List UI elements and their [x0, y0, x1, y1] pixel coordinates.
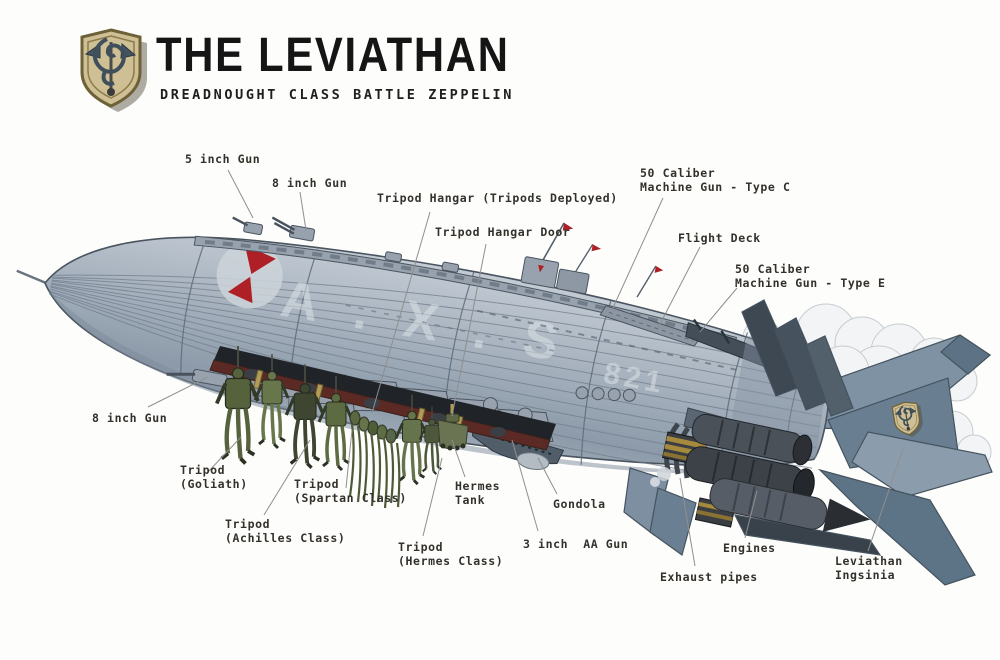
callout-8-inch-gun-port: 8 inch Gun: [92, 411, 168, 425]
callout-5-inch-gun: 5 inch Gun: [185, 152, 261, 166]
callout-50cal-type-e: 50 Caliber Machine Gun - Type E: [735, 262, 886, 290]
engine-cluster: [650, 407, 871, 532]
page-title: THE LEVIATHAN: [156, 29, 510, 82]
callout-tripod-hermes: Tripod (Hermes Class): [398, 540, 504, 568]
callout-gondola: Gondola: [553, 497, 606, 511]
flight-deck-surface: [599, 305, 702, 347]
callout-insignia: Leviathan Ingsinia: [835, 554, 903, 582]
callout-50cal-type-c: 50 Caliber Machine Gun - Type C: [640, 166, 791, 194]
callout-exhaust-pipes: Exhaust pipes: [660, 570, 758, 584]
page-subtitle: DREADNOUGHT CLASS BATTLE ZEPPELIN: [160, 87, 515, 103]
tripod-spartan-cluster: [348, 410, 401, 509]
conning-tower: [520, 222, 664, 298]
callout-tripod-goliath: Tripod (Goliath): [180, 463, 248, 491]
fleet-crest-logo: [76, 26, 150, 114]
callout-tripod-hangar: Tripod Hangar (Tripods Deployed): [377, 191, 618, 205]
tail-fin-slats: [741, 299, 854, 417]
callout-tripod-spartan: Tripod (Spartan Class): [294, 477, 407, 505]
callout-tripod-achilles: Tripod (Achilles Class): [225, 517, 346, 545]
eight-inch-gun-turret: [271, 216, 316, 242]
hourglass-roundel: [216, 242, 283, 309]
crest-icon: [80, 28, 149, 114]
callout-hermes-tank: Hermes Tank: [455, 479, 501, 507]
callout-8-inch-gun-top: 8 inch Gun: [272, 176, 348, 190]
leader-lines: [147, 169, 904, 567]
callout-hangar-door: Tripod Hangar Door: [435, 225, 571, 239]
nose-spike: [16, 269, 48, 285]
deployed-tripods: [217, 346, 469, 509]
five-inch-gun-turret: [232, 216, 264, 236]
callout-engines: Engines: [723, 541, 776, 555]
callout-flight-deck: Flight Deck: [678, 231, 761, 245]
callout-3-inch-aa-gun: 3 inch AA Gun: [523, 537, 629, 551]
